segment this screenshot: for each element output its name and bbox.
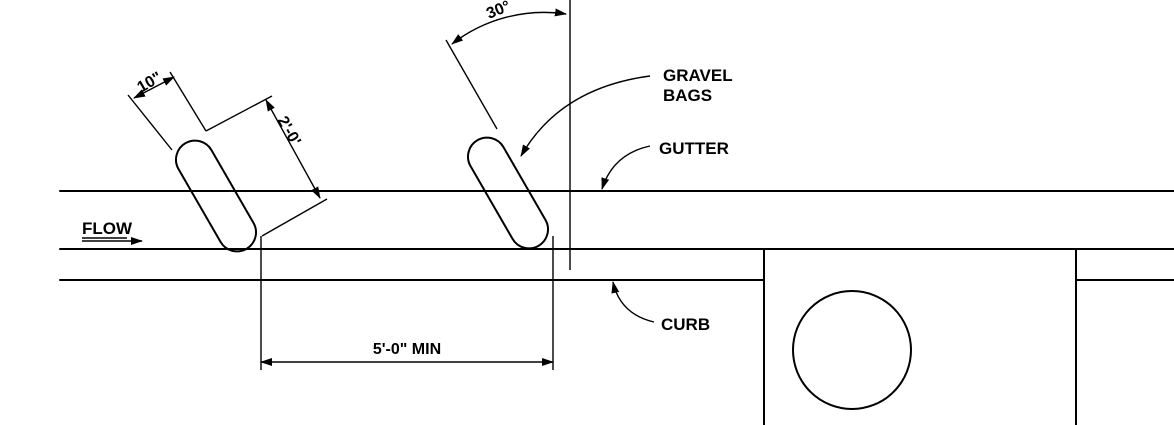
inlet-grate-circle <box>792 290 912 410</box>
gutter-leader <box>601 145 651 190</box>
length-dimension-line <box>265 99 321 199</box>
angle-bag-axis-line <box>445 39 498 130</box>
gutter-label: GUTTER <box>659 139 729 158</box>
width-extension-line-1 <box>127 94 173 151</box>
width-extension-line-2 <box>169 71 207 132</box>
gravel-bags-leader <box>520 75 651 157</box>
length-extension-line-1 <box>205 95 273 132</box>
curb-leader <box>611 281 655 323</box>
angle-arc <box>451 8 567 45</box>
length-extension-line-2 <box>261 198 328 237</box>
gravel-bag-2 <box>467 136 549 250</box>
spacing-dimension-label: 5'-0" MIN <box>373 341 441 358</box>
angle-label: 30° <box>484 0 513 23</box>
width-dimension-line <box>133 76 175 99</box>
flow-label: FLOW <box>82 219 133 238</box>
curb-label: CURB <box>661 315 710 334</box>
gravel-bags-label-line1: GRAVEL <box>663 66 733 85</box>
width-dimension-label: 10" <box>135 69 165 96</box>
gravel-bags-label-line2: BAGS <box>663 86 712 105</box>
gravel-bag-1 <box>175 139 257 253</box>
length-dimension-label: 2'-0' <box>274 114 304 149</box>
